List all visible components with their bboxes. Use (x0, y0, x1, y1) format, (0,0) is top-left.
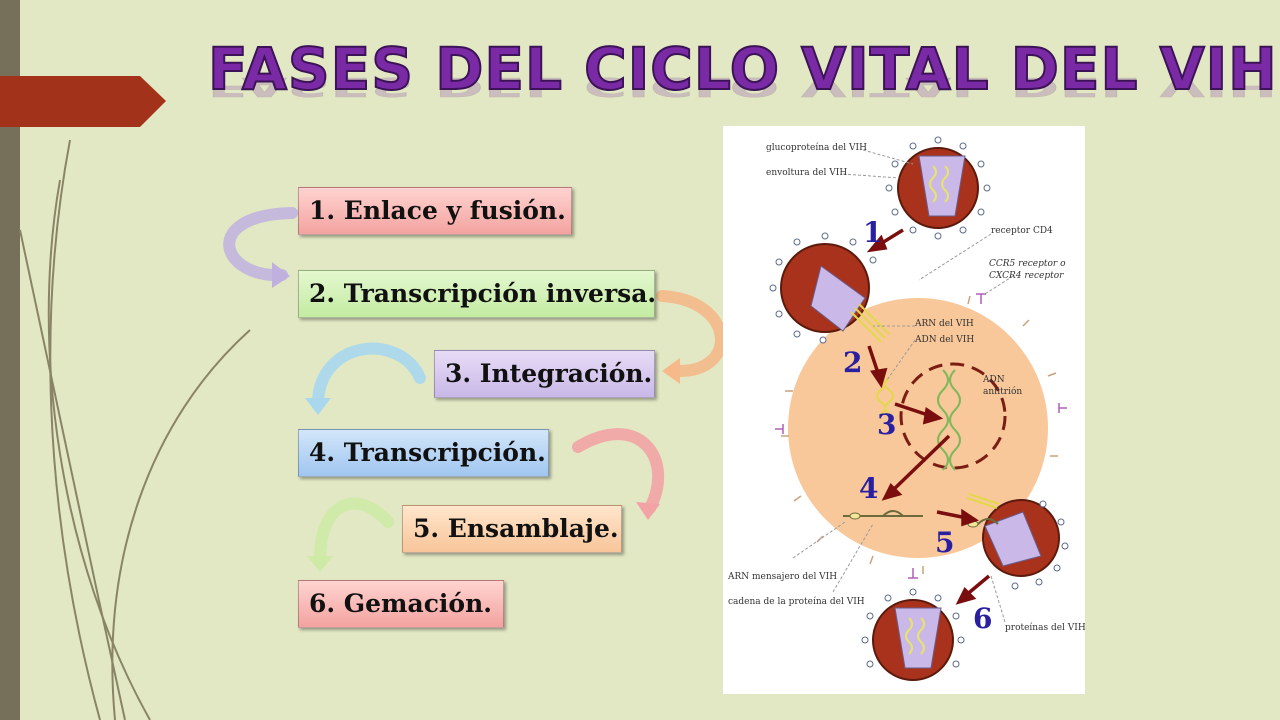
label-host-adn-2: anfitrión (983, 386, 1022, 397)
label-ccr5-1: CCR5 receptor o (989, 259, 1066, 269)
decorative-curves (19, 139, 251, 720)
label-adn: ADN del VIH (914, 335, 974, 345)
page-title: Fases del ciclo vital del VIH (207, 35, 1278, 103)
label-mrna: ARN mensajero del VIH (727, 572, 837, 582)
flow-arrow-head-4 (636, 502, 660, 520)
phase-6-box: 6. Gemación. (298, 580, 504, 628)
phase-4-box: 4. Transcripción. (298, 429, 549, 477)
label-arn: ARN del VIH (914, 319, 974, 329)
label-ccr5-2: CXCR4 receptor (989, 271, 1064, 281)
step-number-5: 5 (935, 526, 954, 559)
label-protein-chain: cadena de la proteína del VIH (728, 596, 865, 607)
step-number-1: 1 (863, 216, 882, 249)
label-proteins: proteínas del VIH (1005, 622, 1085, 633)
flow-arrow-head-1 (272, 262, 290, 288)
virus-fusing (769, 232, 877, 344)
sidebar-bar (0, 0, 20, 720)
flow-arrow-3-4 (312, 342, 426, 408)
label-pointers (792, 149, 1014, 623)
mrna-strand (843, 510, 999, 528)
flow-arrows (223, 207, 727, 572)
step-arrows (866, 228, 991, 605)
virus-free (885, 136, 991, 240)
flow-arrow-5-6 (314, 497, 394, 566)
flow-arrow-2-3 (656, 290, 727, 378)
phase-1-box: 1. Enlace y fusión. (298, 187, 572, 235)
step-number-2: 2 (843, 346, 862, 379)
hiv-cycle-diagram: 1 2 3 4 5 6 glucoproteína del VIH envolt… (723, 126, 1085, 694)
virus-budding (982, 499, 1069, 590)
phase-2-box: 2. Transcripción inversa. (298, 270, 656, 318)
phase-5-box: 5. Ensamblaje. (402, 505, 622, 553)
step-number-4: 4 (859, 472, 878, 505)
flow-arrow-head-5 (307, 556, 333, 572)
label-host-adn-1: ADN (982, 375, 1005, 385)
ccr5-receptors (775, 293, 1067, 579)
virus-released (861, 588, 965, 681)
label-glycoprotein: glucoproteína del VIH (766, 142, 867, 153)
phase-3-box: 3. Integración. (434, 350, 655, 398)
label-cd4: receptor CD4 (991, 226, 1053, 236)
viral-strands (850, 303, 1000, 509)
label-envelope: envoltura del VIH (766, 168, 847, 178)
flow-arrow-head-2 (662, 358, 680, 384)
accent-arrow-shape (0, 76, 166, 127)
flow-arrow-head-3 (305, 398, 331, 415)
host-dna (937, 369, 961, 471)
host-cell (788, 298, 1048, 558)
flow-arrow-4-5 (572, 428, 665, 514)
cell-nucleus (899, 362, 1007, 470)
flow-arrow-1-2 (223, 207, 298, 282)
step-number-6: 6 (973, 602, 992, 635)
step-number-3: 3 (877, 408, 896, 441)
